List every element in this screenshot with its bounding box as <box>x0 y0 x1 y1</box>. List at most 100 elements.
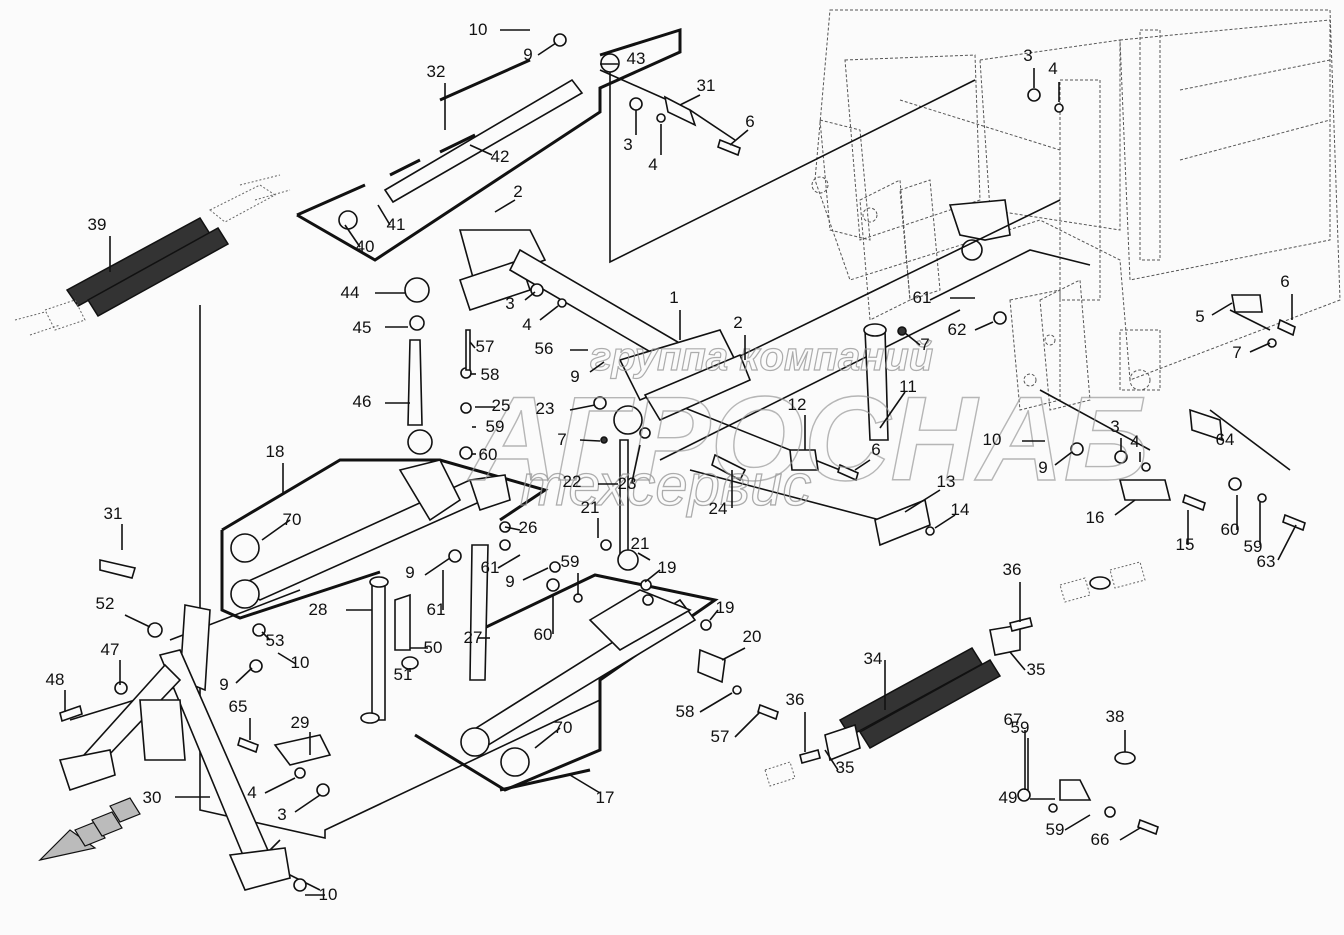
part-number-label: 21 <box>581 498 600 517</box>
callout-leader-line <box>904 332 921 346</box>
callout-leader-line <box>1249 342 1271 353</box>
part-number-label: 65 <box>229 697 248 716</box>
part-number-label: 15 <box>1176 535 1195 554</box>
callout-23: 23 <box>618 444 641 493</box>
pin-16 <box>1118 479 1172 501</box>
callout-65: 65 <box>229 697 251 740</box>
part-number-label: 58 <box>481 365 500 384</box>
part-number-label: 41 <box>387 215 406 234</box>
callout-61: 61 <box>913 288 975 307</box>
watermark-line-3: техсервис <box>520 453 811 518</box>
callout-59: 59 <box>1046 814 1091 839</box>
callout-35: 35 <box>1009 651 1045 679</box>
callout-leader-line <box>522 567 549 581</box>
callout-66: 66 <box>1091 827 1141 849</box>
callout-leader-line <box>469 341 476 349</box>
callout-leader-line <box>637 552 651 561</box>
callout-7: 7 <box>557 430 601 449</box>
callout-9: 9 <box>405 557 451 582</box>
callout-60: 60 <box>472 445 497 464</box>
callout-29: 29 <box>291 713 311 755</box>
callout-leader-line <box>497 554 521 569</box>
part-number-label: 28 <box>309 600 328 619</box>
callout-leader-line <box>537 42 557 56</box>
parts <box>14 33 1306 892</box>
callout-leader-line <box>1277 524 1297 561</box>
part-number-label: 60 <box>534 625 553 644</box>
callout-62: 62 <box>948 320 994 339</box>
callout-leader-line <box>569 404 596 411</box>
part-number-label: 34 <box>864 649 883 668</box>
part-number-label: 22 <box>563 472 582 491</box>
callout-58: 58 <box>470 365 499 384</box>
callout-leader-line <box>589 361 605 373</box>
callout-24: 24 <box>709 470 733 518</box>
callout-11: 11 <box>879 377 917 429</box>
part-number-label: 36 <box>786 690 805 709</box>
plate-13 <box>874 498 931 547</box>
part-number-label: 6 <box>1280 272 1289 291</box>
part-number-label: 4 <box>522 315 531 334</box>
callout-4: 4 <box>522 305 559 334</box>
callout-9: 9 <box>505 567 549 591</box>
part-number-label: 35 <box>836 758 855 777</box>
travel-direction-arrow <box>38 797 141 862</box>
callout-67: 67 <box>1004 710 1026 790</box>
part-number-label: 30 <box>143 788 162 807</box>
callout-7: 7 <box>904 332 930 354</box>
callout-9: 9 <box>523 42 557 64</box>
part-number-label: 57 <box>476 337 495 356</box>
callout-49: 49 <box>999 788 1055 807</box>
callout-36: 36 <box>786 690 806 752</box>
part-number-label: 46 <box>353 392 372 411</box>
callout-leader-line <box>824 749 839 771</box>
rod-eye-44 <box>404 277 430 303</box>
callout-7: 7 <box>1232 342 1271 362</box>
part-number-label: 9 <box>219 675 228 694</box>
callout-leader-line <box>277 652 297 665</box>
callout-leader-line <box>709 609 719 621</box>
callout-50: 50 <box>410 638 442 657</box>
callout-59: 59 <box>472 417 504 436</box>
cross-shaft-1 <box>458 229 752 422</box>
part-number-label: 70 <box>283 510 302 529</box>
tie-rod-46 <box>407 339 423 426</box>
part-number-label: 60 <box>479 445 498 464</box>
part-number-label: 10 <box>469 20 488 39</box>
callout-58: 58 <box>676 692 733 721</box>
part-number-label: 2 <box>733 313 742 332</box>
callout-4: 4 <box>247 777 296 802</box>
callout-31: 31 <box>104 504 123 550</box>
part-number-label: 9 <box>523 45 532 64</box>
callout-27: 27 <box>464 628 490 647</box>
callout-18: 18 <box>266 442 284 495</box>
callout-leader-line <box>424 557 451 576</box>
callout-leader-line <box>1054 451 1073 466</box>
callout-1: 1 <box>669 288 681 340</box>
pin-31-upper <box>663 95 697 127</box>
part-number-label: 9 <box>505 572 514 591</box>
part-number-label: 20 <box>743 627 762 646</box>
part-number-label: 44 <box>341 283 360 302</box>
callout-70: 70 <box>261 510 302 541</box>
part-number-label: 9 <box>1038 458 1047 477</box>
callout-26: 26 <box>504 518 537 537</box>
part-number-label: 14 <box>951 500 970 519</box>
part-number-label: 49 <box>999 788 1018 807</box>
callout-19: 19 <box>709 598 734 621</box>
part-number-label: 51 <box>394 665 413 684</box>
callout-59: 59 <box>1244 502 1262 556</box>
callout-leader-line <box>1119 827 1141 841</box>
pin-24 <box>711 453 747 482</box>
part-number-label: 36 <box>1003 560 1022 579</box>
shackle-49 <box>1059 779 1092 801</box>
part-number-label: 56 <box>535 339 554 358</box>
part-number-label: 53 <box>266 631 285 650</box>
part-number-label: 3 <box>1023 46 1032 65</box>
part-number-label: 45 <box>353 318 372 337</box>
callout-52: 52 <box>96 594 151 628</box>
callout-leader-line <box>1211 302 1233 316</box>
callout-leader-line <box>294 794 321 813</box>
callout-13: 13 <box>904 472 955 513</box>
part-number-label: 40 <box>356 237 375 256</box>
